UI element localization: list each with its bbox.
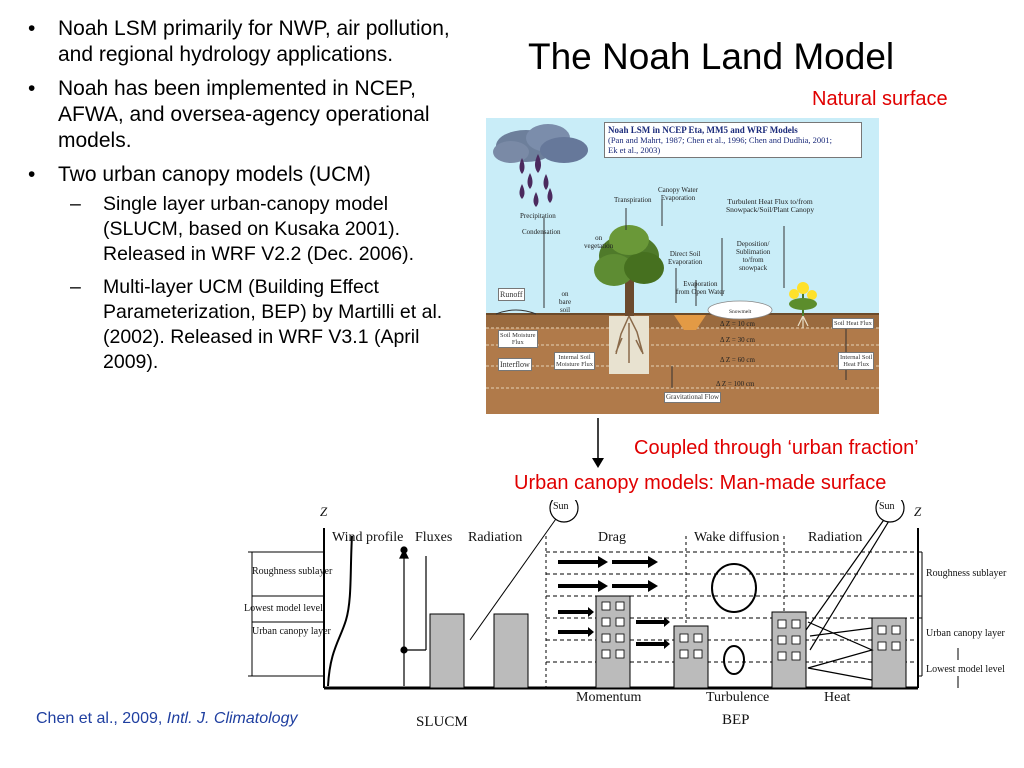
sun-icon-left — [549, 500, 579, 523]
snowmelt-label: Snowmelt — [729, 309, 752, 315]
wind-profile-curve — [327, 535, 353, 687]
turbulence-loop-large — [711, 563, 757, 613]
urban-canopy-layer-left-label: Urban canopy layer — [252, 626, 331, 637]
citation-authors: Chen et al., 2009, — [36, 710, 167, 727]
on-bare-soil-label: on bare soil — [559, 290, 572, 314]
precipitation-label: Precipitation — [520, 212, 556, 220]
bullet-item: • Two urban canopy models (UCM) — [28, 162, 458, 188]
evaporation-open-water-label: Evaporation from Open Water — [676, 280, 725, 296]
fluxes-label: Fluxes — [415, 530, 453, 545]
noah-box-refs2: Ek et al., 2003) — [608, 145, 661, 155]
drag-arrows — [558, 556, 670, 649]
gravitational-flow-label: Gravitational Flow — [664, 392, 722, 403]
bullet-text: Two urban canopy models (UCM) — [58, 163, 371, 186]
z-axis-left-label: Z — [320, 504, 328, 519]
bep-label: BEP — [722, 712, 750, 728]
dz-60cm-label: Δ Z = 60 cm — [720, 356, 755, 364]
rain-drops-icon — [519, 154, 553, 207]
noah-box-refs: (Pan and Mahrt, 1987; Chen et al., 1996;… — [608, 135, 833, 145]
heat-label: Heat — [824, 690, 851, 705]
dash-mark: – — [70, 193, 81, 215]
sub-bullet-text: Multi-layer UCM (Building Effect Paramet… — [103, 276, 443, 373]
bullet-list: • Noah LSM primarily for NWP, air polluti… — [28, 16, 458, 383]
bullet-text: Noah LSM primarily for NWP, air pollutio… — [58, 17, 450, 66]
canopy-water-evaporation-label: Canopy Water Evaporation — [658, 186, 698, 202]
bep-building-right — [871, 617, 907, 689]
drag-label: Drag — [598, 530, 626, 545]
bullet-dot: • — [28, 77, 36, 100]
down-arrow — [592, 418, 604, 468]
bep-building-short — [673, 625, 709, 689]
slucm-building-2 — [493, 613, 529, 689]
wake-diffusion-label: Wake diffusion — [694, 530, 780, 545]
on-vegetation-label: on vegetation — [584, 234, 614, 250]
soil-moisture-flux-label: Soil Moisture Flux — [498, 330, 538, 348]
citation-journal: Intl. J. Climatology — [166, 710, 298, 727]
tree-icon — [594, 225, 664, 318]
radiation-right-label: Radiation — [808, 530, 863, 545]
soil-heat-flux-label: Soil Heat Flux — [832, 318, 874, 329]
sun-right-label: Sun — [879, 501, 895, 512]
internal-soil-heat-flux-label: Internal Soil Heat Flux — [838, 352, 875, 370]
citation: Chen et al., 2009, Intl. J. Climatology — [36, 710, 297, 728]
coupled-label: Coupled through ‘urban fraction’ — [634, 437, 919, 459]
transpiration-label: Transpiration — [614, 196, 652, 204]
sun-icon-right — [875, 500, 905, 523]
slucm-label: SLUCM — [416, 714, 468, 730]
building-windows — [601, 601, 901, 661]
snowpack — [707, 300, 773, 320]
ucm-graphics — [248, 500, 959, 690]
dz-30cm-label: Δ Z = 30 cm — [720, 336, 755, 344]
natural-surface-label: Natural surface — [812, 88, 948, 110]
lowest-model-level-left-label: Lowest model level — [244, 603, 323, 614]
roughness-sublayer-left-label: Roughness sublayer — [252, 566, 333, 577]
sub-bullet-item: –Single layer urban-canopy model (SLUCM,… — [28, 192, 458, 267]
dash-mark: – — [70, 276, 81, 298]
bullet-dot: • — [28, 17, 36, 40]
deposition-sublimation-label: Deposition/ Sublimation to/from snowpack — [736, 240, 771, 272]
turbulence-label: Turbulence — [706, 690, 770, 705]
bullet-item: • Noah has been implemented in NCEP, AFWA… — [28, 76, 458, 154]
z-axis-right-label: Z — [914, 504, 922, 519]
flux-arrows — [495, 200, 847, 388]
internal-soil-moisture-flux-label: Internal Soil Moisture Flux — [554, 352, 596, 370]
urban-canopy-layer-right-label: Urban canopy layer — [926, 628, 1005, 639]
urban-canopy-label: Urban canopy models: Man-made surface — [514, 472, 887, 494]
noah-lsm-diagram: Noah LSM in NCEP Eta, MM5 and WRF Models… — [486, 118, 879, 414]
slide-title: The Noah Land Model — [528, 36, 895, 77]
flower-icon — [789, 282, 817, 328]
noah-box-title: Noah LSM in NCEP Eta, MM5 and WRF Models — [608, 125, 798, 135]
radiation-left-label: Radiation — [468, 530, 523, 545]
roughness-sublayer-right-label: Roughness sublayer — [926, 568, 1007, 579]
noah-lsm-graphics — [486, 124, 879, 414]
open-water-pond — [674, 315, 706, 330]
noah-reference-box: Noah LSM in NCEP Eta, MM5 and WRF Models… — [604, 122, 862, 158]
sub-bullet-item: –Multi-layer UCM (Building Effect Parame… — [28, 275, 458, 375]
radiation-rays-right — [805, 513, 893, 681]
bullet-dot: • — [28, 163, 36, 186]
sun-ray-left — [469, 515, 559, 641]
bep-building-mid — [771, 611, 807, 689]
condensation-label: Condensation — [522, 228, 561, 236]
interflow-label: Interflow — [498, 358, 532, 371]
tree-roots — [609, 315, 649, 374]
sub-bullet-text: Single layer urban-canopy model (SLUCM, … — [103, 193, 415, 265]
runoff-label: Runoff — [498, 288, 525, 301]
bullet-text: Noah has been implemented in NCEP, AFWA,… — [58, 77, 430, 152]
cloud-icon — [493, 124, 588, 163]
urban-canopy-diagram: Z Z Sun Sun Wind profile Fluxes Radiatio… — [228, 500, 1006, 745]
sun-left-label: Sun — [553, 501, 569, 512]
bep-building-tall — [595, 595, 631, 689]
direct-soil-evaporation-label: Direct Soil Evaporation — [668, 250, 703, 266]
turbulence-loop-small — [723, 645, 745, 675]
bullet-item: • Noah LSM primarily for NWP, air polluti… — [28, 16, 458, 68]
wind-profile-label: Wind profile — [332, 530, 404, 545]
dz-10cm-label: Δ Z = 10 cm — [720, 320, 755, 328]
flux-arrows — [399, 546, 427, 686]
slucm-building-1 — [429, 613, 465, 689]
turbulent-heat-flux-label: Turbulent Heat Flux to/from Snowpack/Soi… — [726, 197, 815, 214]
momentum-label: Momentum — [576, 690, 642, 705]
dz-100cm-label: Δ Z = 100 cm — [716, 380, 755, 388]
lowest-model-level-right-label: Lowest model level — [926, 664, 1005, 675]
